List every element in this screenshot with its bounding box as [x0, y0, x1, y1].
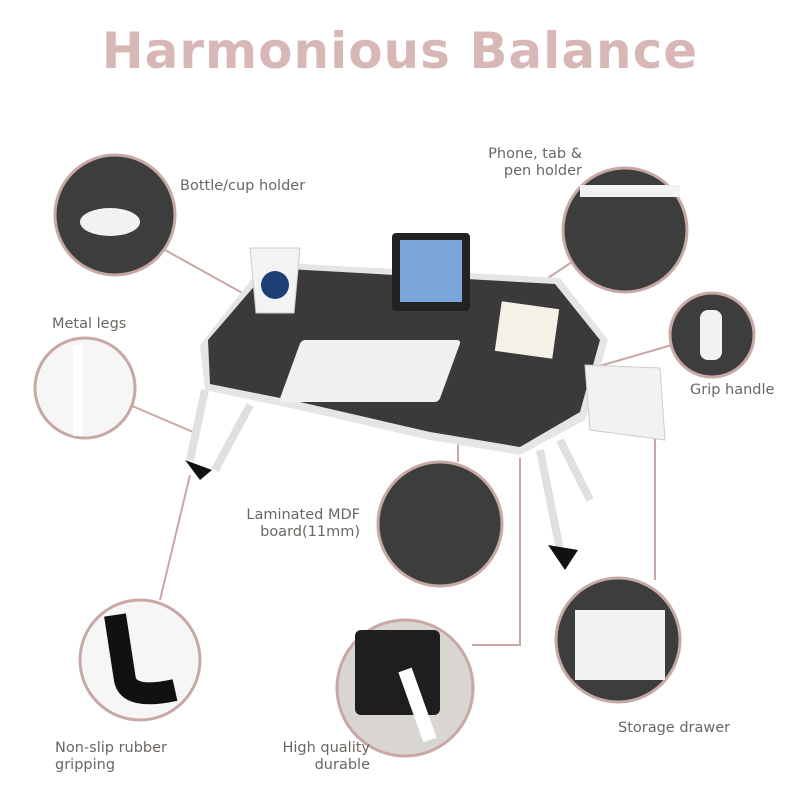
label-line: Laminated MDF: [246, 507, 360, 523]
lap-desk: [185, 233, 666, 570]
label-line: Phone, tab &: [488, 146, 582, 162]
label-storage-drawer: Storage drawer: [618, 720, 731, 736]
label-phone-holder: Phone, tab &pen holder: [440, 146, 582, 180]
title: Harmonious Balance: [101, 22, 699, 80]
label-line: pen holder: [503, 163, 582, 179]
label-line: Non-slip rubber: [55, 740, 168, 756]
label-line: board(11mm): [260, 524, 360, 540]
label-bottle-holder: Bottle/cup holder: [180, 178, 306, 194]
label-line: High quality: [282, 740, 370, 756]
label-grip-handle: Grip handle: [690, 382, 775, 398]
label-metal-legs: Metal legs: [52, 316, 127, 332]
label-line: gripping: [55, 757, 116, 773]
label-line: durable: [314, 757, 370, 773]
